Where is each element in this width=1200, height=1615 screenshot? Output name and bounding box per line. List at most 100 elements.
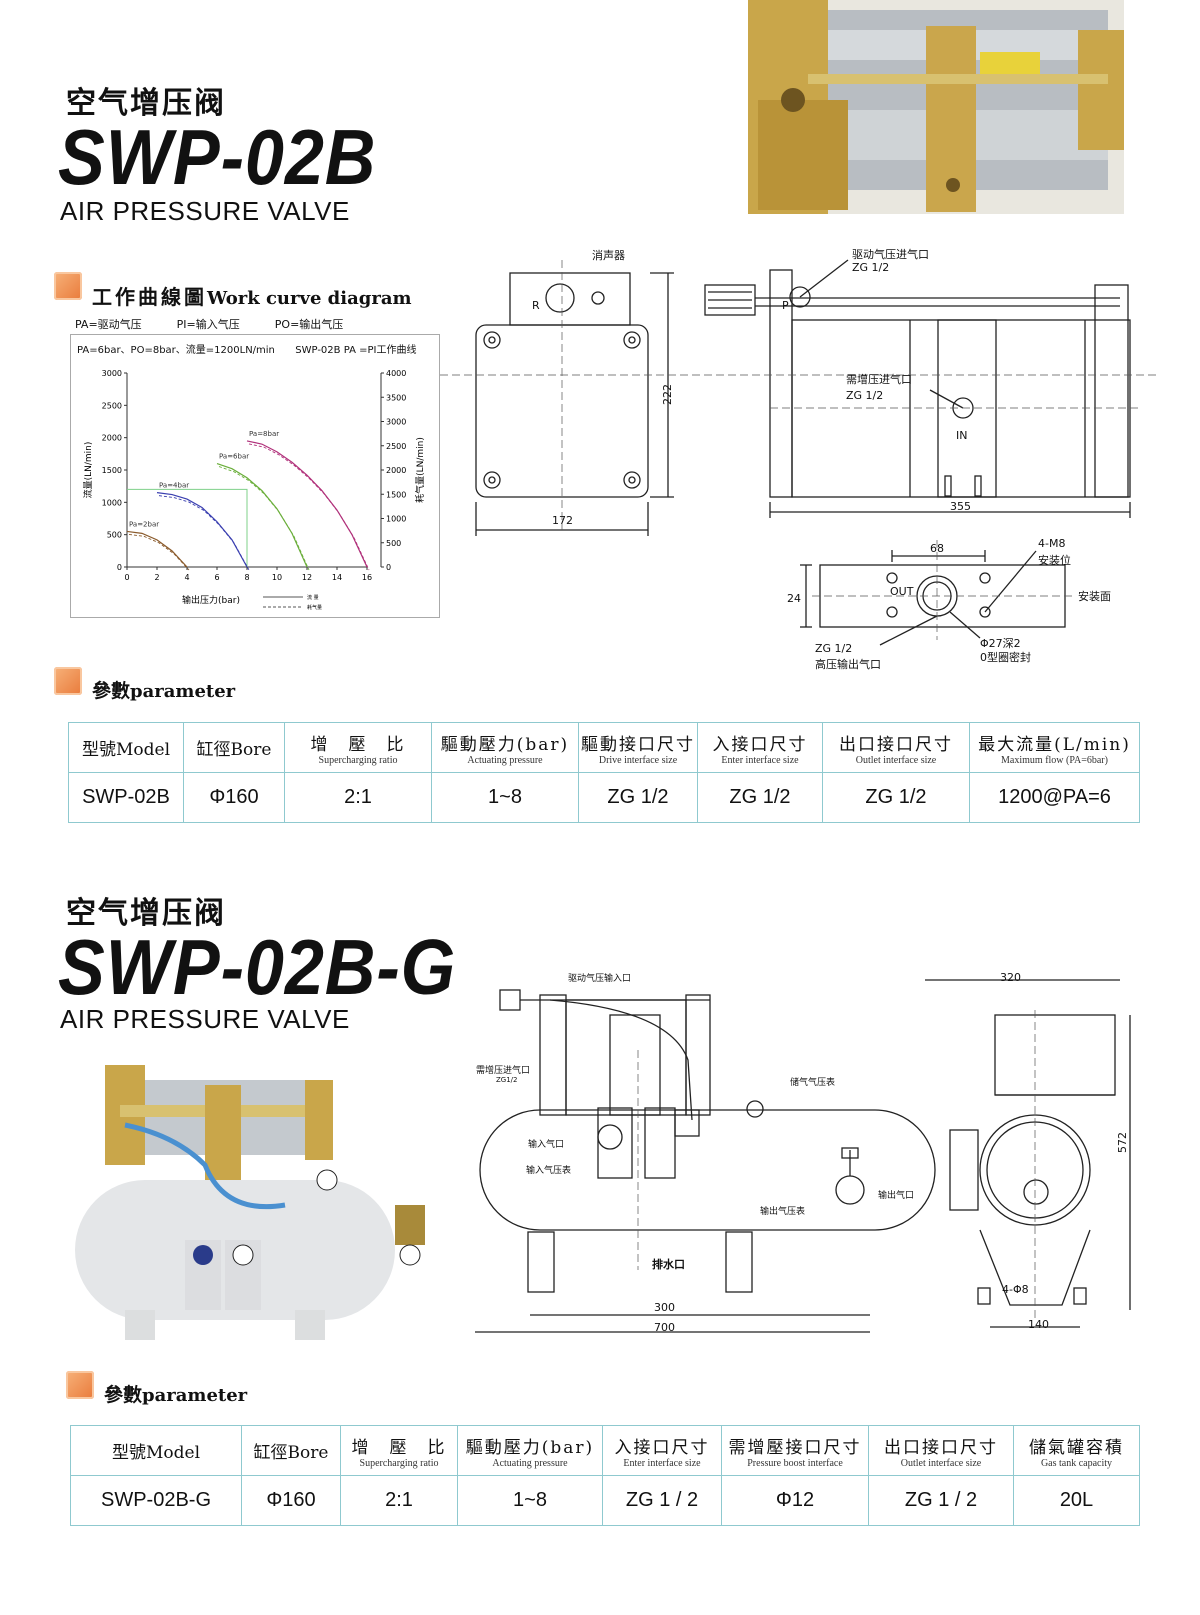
- series-label: Pa=6bar: [219, 453, 249, 461]
- x-axis-title: 输出压力(bar): [182, 594, 240, 606]
- series-line: [126, 530, 188, 568]
- params1-header: 缸徑Bore: [196, 740, 272, 760]
- params2-header-en: Actuating pressure: [492, 1457, 568, 1469]
- params2-header: 儲氣罐容積: [1029, 1437, 1124, 1458]
- valve-product-photo: [748, 0, 1124, 214]
- params2-heading-cn: 參數: [104, 1384, 143, 1406]
- label-out-port-2: 输出气口: [878, 1191, 915, 1201]
- work-curve-chart-frame: PA=6bar、PO=8bar、流量=1200LN/min SWP-02B PA…: [70, 334, 440, 618]
- label-outlet: 高压输出气口: [815, 658, 881, 671]
- dim-68: 68: [930, 542, 944, 555]
- x-tick-label: 14: [332, 573, 342, 582]
- params1-header-en: Drive interface size: [598, 754, 678, 766]
- dim-222: 222: [661, 384, 674, 405]
- series-label: Pa=2bar: [129, 520, 159, 528]
- curve-heading-en: Work curve diagram: [207, 288, 412, 309]
- y2-tick-label: 0: [386, 563, 391, 572]
- label-boost-inlet-2: 需增压进气口: [476, 1066, 531, 1076]
- series-consumption-line: [218, 466, 310, 571]
- dim-300: 300: [654, 1301, 675, 1314]
- dim-320: 320: [1000, 971, 1021, 984]
- legend-pi: PI=输入气压: [176, 318, 240, 331]
- chart-condition: PA=6bar、PO=8bar、流量=1200LN/min SWP-02B PA…: [77, 341, 416, 356]
- x-tick-label: 4: [184, 573, 189, 582]
- params1-cell: ZG 1/2: [578, 772, 698, 823]
- params2-header: 缸徑Bore: [253, 1443, 329, 1463]
- x-tick-label: 2: [154, 573, 159, 582]
- x-tick-label: 16: [362, 573, 372, 582]
- valve-dimension-drawing: [440, 259, 1160, 646]
- params1-heading: 參數parameter: [92, 676, 235, 703]
- label-boost-inlet: 需增压进气口: [846, 373, 912, 386]
- section2-title-cn: 空气增压阀: [66, 896, 226, 931]
- curve-heading-cn: 工作曲線圖: [92, 285, 207, 309]
- params2-header: 增 壓 比: [351, 1437, 447, 1458]
- series-label: Pa=8bar: [249, 430, 279, 438]
- label-outlet-size: ZG 1/2: [815, 642, 853, 655]
- dim-172: 172: [552, 514, 573, 527]
- curve-section-icon: [54, 272, 82, 300]
- label-boost-size-2: ZG1/2: [496, 1076, 518, 1084]
- params1-cell: 2:1: [284, 772, 432, 823]
- x-tick-label: 12: [302, 573, 312, 582]
- dim-355: 355: [950, 500, 971, 513]
- params1-header: 驅動接口尺寸: [581, 734, 695, 755]
- section2-model-title: SWP-02B-G: [58, 923, 457, 1011]
- params1-cell: ZG 1/2: [822, 772, 970, 823]
- label-drive-inlet: 驱动气压进气口: [852, 248, 929, 261]
- series-line: [246, 440, 368, 568]
- section1-subtitle: AIR PRESSURE VALVE: [60, 196, 350, 226]
- label-boost-size: ZG 1/2: [846, 389, 884, 402]
- params2-header-en: Supercharging ratio: [359, 1457, 439, 1469]
- label-in-gauge: 输入气压表: [526, 1166, 572, 1176]
- params1-heading-en: parameter: [130, 681, 236, 702]
- params2-cell: Φ160: [241, 1475, 341, 1526]
- y-tick-label: 2500: [102, 401, 122, 410]
- params2-header: 入接口尺寸: [614, 1437, 710, 1458]
- y2-tick-label: 3500: [386, 393, 406, 402]
- label-silencer: 消声器: [592, 249, 625, 262]
- y-tick-label: 0: [117, 563, 122, 572]
- curve-legend-row: PA=驱动气压 PI=输入气压 PO=输出气压: [75, 316, 343, 332]
- label-mount-face: 安装面: [1078, 590, 1111, 603]
- params1-section-icon: [54, 667, 82, 695]
- dim-140: 140: [1028, 1318, 1049, 1331]
- params1-header: 最大流量(L/min): [978, 734, 1131, 755]
- params1-header-en: Outlet interface size: [855, 754, 937, 766]
- x-tick-label: 10: [272, 573, 282, 582]
- label-out-gauge: 输出气压表: [760, 1207, 806, 1217]
- label-seal-size: Φ27深2: [980, 637, 1021, 650]
- y-tick-label: 1000: [102, 498, 122, 507]
- legend-po: PO=输出气压: [274, 318, 344, 331]
- params2-header-en: Outlet interface size: [900, 1457, 982, 1469]
- params1-header: 驅動壓力(bar): [440, 734, 570, 755]
- label-mount-pos: 安装位: [1038, 554, 1071, 567]
- params2-cell: ZG 1 / 2: [868, 1475, 1014, 1526]
- legend-pa: PA=驱动气压: [75, 318, 142, 331]
- dim-700: 700: [654, 1321, 675, 1334]
- y2-tick-label: 3000: [386, 418, 406, 427]
- params1-cell: 1~8: [431, 772, 579, 823]
- params2-header-en: Pressure boost interface: [747, 1457, 843, 1469]
- params1-header-en: Maximum flow (PA=6bar): [1001, 754, 1108, 766]
- tank-dimension-drawing: [475, 979, 1131, 1333]
- params1-header: 增 壓 比: [310, 734, 406, 755]
- params2-section-icon: [66, 1371, 94, 1399]
- curve-heading: 工作曲線圖Work curve diagram: [92, 281, 412, 310]
- label-holes: 4-Φ8: [1002, 1283, 1029, 1296]
- series-consumption-line: [128, 533, 190, 571]
- section2-subtitle: AIR PRESSURE VALVE: [60, 1004, 350, 1034]
- dim-24: 24: [787, 592, 801, 605]
- label-tank-gauge: 储气气压表: [790, 1078, 836, 1088]
- params1-cell: SWP-02B: [68, 772, 184, 823]
- params2-header: 驅動壓力(bar): [465, 1437, 595, 1458]
- params1-header: 型號Model: [81, 740, 171, 760]
- y2-axis-title: 耗气量(LN/min): [414, 437, 426, 503]
- params2-header: 出口接口尺寸: [884, 1437, 998, 1458]
- y2-tick-label: 2500: [386, 442, 406, 451]
- y2-tick-label: 1000: [386, 515, 406, 524]
- series-consumption-line: [248, 443, 370, 571]
- series-line: [156, 492, 248, 568]
